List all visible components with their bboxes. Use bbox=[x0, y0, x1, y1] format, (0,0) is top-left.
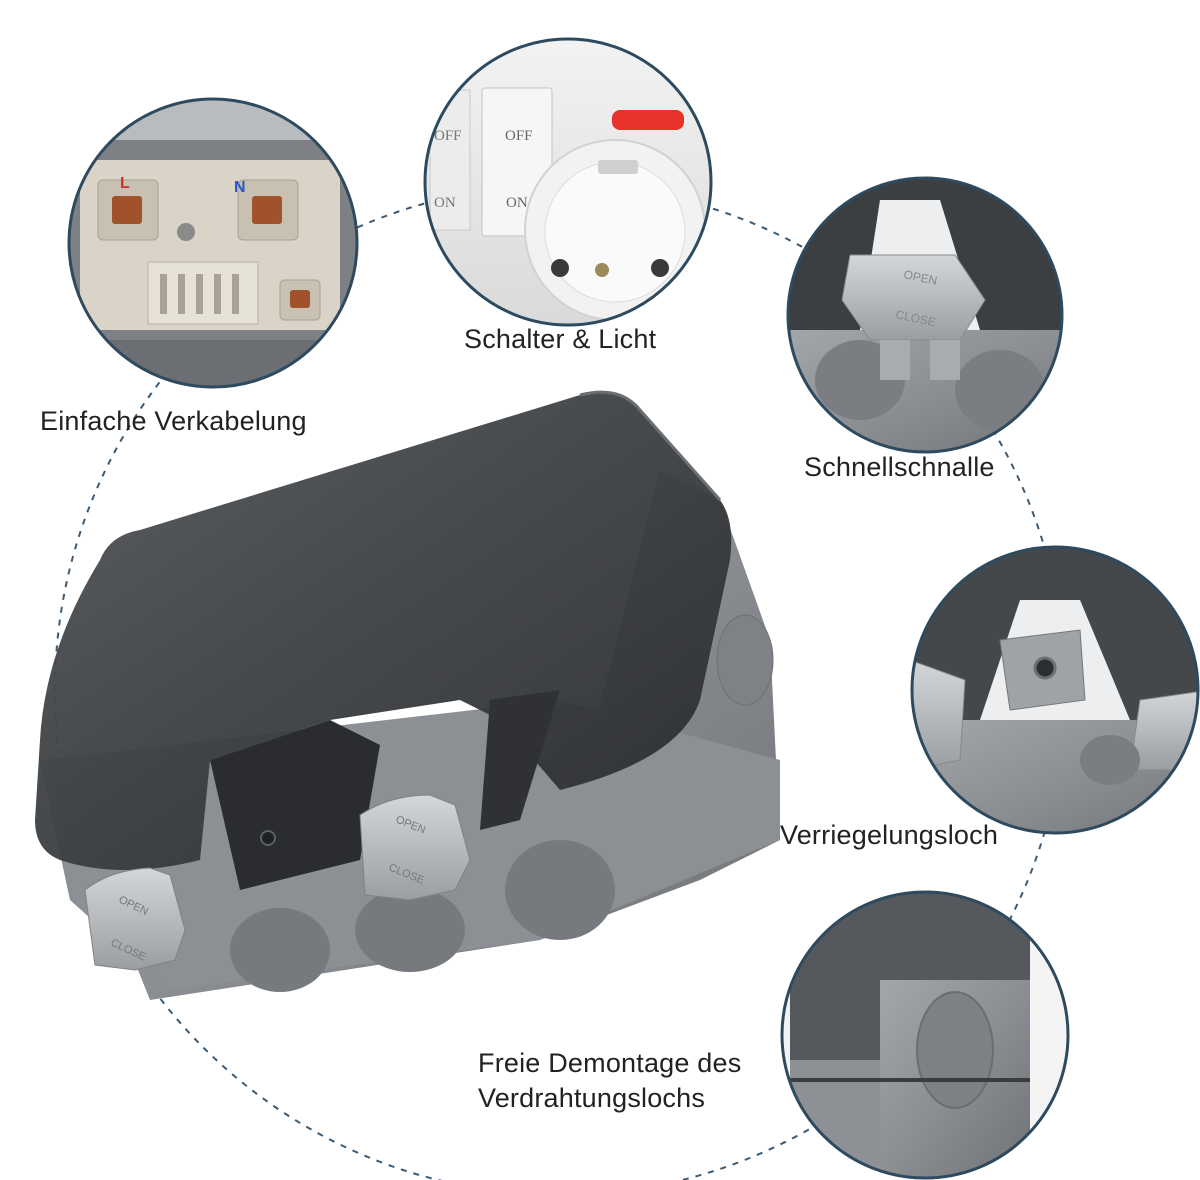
buckle-clip-left bbox=[84, 867, 186, 971]
label-knockout-line2: Verdrahtungslochs bbox=[478, 1082, 706, 1113]
buckle-clip-open-mark: OPEN bbox=[902, 267, 938, 288]
locking-hole bbox=[1033, 656, 1057, 680]
switch-on-mark: ON bbox=[506, 195, 528, 211]
switch-on-mark-left: ON bbox=[434, 195, 456, 211]
label-knockout: Freie Demontage des Verdrahtungslochs bbox=[478, 1046, 741, 1115]
label-knockout-line1: Freie Demontage des bbox=[478, 1048, 742, 1078]
detail-quick-buckle: OPEN CLOSE bbox=[788, 178, 1062, 452]
terminal-mark-neutral: N bbox=[234, 179, 246, 196]
switch-off-mark: OFF bbox=[505, 128, 533, 144]
label-quick-buckle: Schnellschnalle bbox=[804, 452, 995, 482]
terminal-mark-live: L bbox=[120, 175, 130, 192]
label-easy-wiring: Einfache Verkabelung bbox=[40, 406, 307, 436]
switch-off-mark-left: OFF bbox=[434, 128, 462, 144]
detail-knockout-hole bbox=[782, 892, 1068, 1178]
buckle-clip-right bbox=[359, 794, 471, 901]
detail-switch-light: OFF ON OFF ON bbox=[425, 39, 711, 325]
label-locking-hole: Verriegelungsloch bbox=[780, 820, 999, 850]
indicator-light bbox=[612, 110, 684, 130]
main-weatherproof-box: OPEN CLOSE OPEN CLOSE bbox=[35, 390, 780, 1000]
detail-wiring-terminals: L N bbox=[69, 99, 357, 387]
label-switch-light: Schalter & Licht bbox=[464, 324, 657, 354]
knockout-hole bbox=[916, 991, 994, 1109]
side-knockout bbox=[716, 614, 774, 706]
